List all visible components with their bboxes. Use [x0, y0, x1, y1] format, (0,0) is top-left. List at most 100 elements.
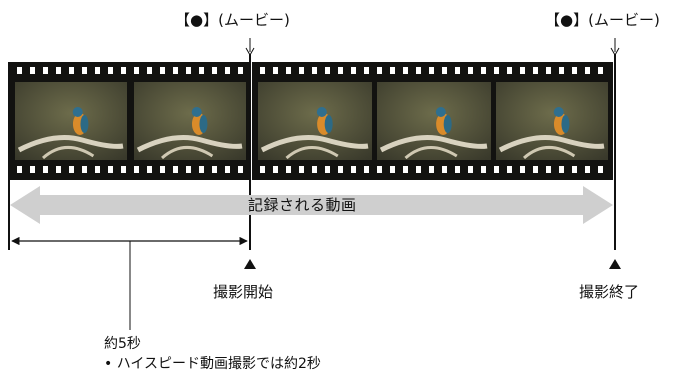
film-perforation — [212, 166, 217, 173]
film-frame — [496, 82, 608, 160]
film-perforation — [199, 166, 204, 173]
film-perforation — [225, 166, 230, 173]
start-marker-label: 【●】(ムービー) — [175, 11, 290, 29]
film-frame — [134, 82, 246, 160]
film-perforation — [147, 166, 152, 173]
film-perforation — [225, 67, 230, 74]
film-perforation — [468, 166, 473, 173]
film-perforation — [494, 166, 499, 173]
film-perforation — [30, 67, 35, 74]
film-perforation — [351, 67, 356, 74]
film-perforation — [507, 67, 512, 74]
film-perforation — [403, 166, 408, 173]
film-perforation — [121, 67, 126, 74]
film-perforation — [377, 166, 382, 173]
film-perforation — [238, 67, 243, 74]
film-perforation — [338, 166, 343, 173]
film-frame — [377, 82, 491, 160]
film-perforation — [312, 166, 317, 173]
film-perforation — [273, 166, 278, 173]
film-perforation — [17, 166, 22, 173]
film-perforation — [173, 166, 178, 173]
film-perforation — [260, 166, 265, 173]
film-perforation — [325, 166, 330, 173]
film-perforation — [30, 166, 35, 173]
film-perforation — [403, 67, 408, 74]
recorded-video-arrow — [10, 186, 613, 224]
film-perforation — [481, 166, 486, 173]
film-perforation — [598, 166, 603, 173]
film-perforation — [108, 166, 113, 173]
film-strip-before-start — [9, 62, 250, 180]
film-perforation — [429, 166, 434, 173]
film-perforation — [82, 166, 87, 173]
film-perforation — [312, 67, 317, 74]
end-triangle — [609, 259, 621, 269]
film-perforation — [56, 67, 61, 74]
film-perforation — [121, 166, 126, 173]
film-perforation — [134, 67, 139, 74]
film-perforation — [429, 67, 434, 74]
end-marker-label: 【●】(ムービー) — [545, 11, 660, 29]
film-perforation — [160, 166, 165, 173]
film-perforation — [520, 166, 525, 173]
film-strip-recording — [252, 62, 613, 180]
film-perforation — [520, 67, 525, 74]
film-perforation — [69, 166, 74, 173]
film-perforation — [260, 67, 265, 74]
film-perforation — [572, 67, 577, 74]
film-perforation — [286, 166, 291, 173]
film-perforation — [494, 67, 499, 74]
film-perforation — [572, 166, 577, 173]
film-perforation — [533, 67, 538, 74]
film-perforation — [546, 166, 551, 173]
film-perforation — [390, 166, 395, 173]
film-perforation — [160, 67, 165, 74]
film-perforation — [173, 67, 178, 74]
film-frame — [15, 82, 127, 160]
film-perforation — [134, 166, 139, 173]
film-perforation — [546, 67, 551, 74]
film-perforation — [507, 166, 512, 173]
film-perforation — [69, 67, 74, 74]
film-perforation — [598, 67, 603, 74]
film-perforation — [338, 67, 343, 74]
film-perforation — [56, 166, 61, 173]
high-speed-note: • ハイスピード動画撮影では約2秒 — [104, 356, 321, 372]
film-perforation — [186, 67, 191, 74]
film-perforation — [390, 67, 395, 74]
start-triangle — [244, 259, 256, 269]
film-frame — [258, 82, 372, 160]
film-perforation — [199, 67, 204, 74]
film-perforation — [238, 166, 243, 173]
film-perforation — [43, 67, 48, 74]
start-marker-arrow — [245, 38, 255, 57]
end-recording-label: 撮影終了 — [579, 283, 640, 301]
film-perforation — [43, 166, 48, 173]
film-perforation — [17, 67, 22, 74]
film-perforation — [147, 67, 152, 74]
film-perforation — [212, 67, 217, 74]
film-perforation — [559, 67, 564, 74]
film-perforation — [377, 67, 382, 74]
film-perforation — [186, 166, 191, 173]
film-perforation — [299, 67, 304, 74]
film-perforation — [95, 166, 100, 173]
film-perforation — [442, 67, 447, 74]
recorded-video-label: 記録される動画 — [248, 196, 357, 214]
duration-label: 約5秒 — [104, 336, 141, 352]
film-perforation — [299, 166, 304, 173]
film-perforation — [325, 67, 330, 74]
film-perforation — [364, 166, 369, 173]
film-perforation — [455, 67, 460, 74]
film-perforation — [585, 166, 590, 173]
film-perforation — [585, 67, 590, 74]
film-perforation — [442, 166, 447, 173]
film-perforation — [468, 67, 473, 74]
film-perforation — [351, 166, 356, 173]
start-recording-label: 撮影開始 — [213, 283, 274, 301]
film-perforation — [416, 67, 421, 74]
film-perforation — [286, 67, 291, 74]
film-perforation — [82, 67, 87, 74]
